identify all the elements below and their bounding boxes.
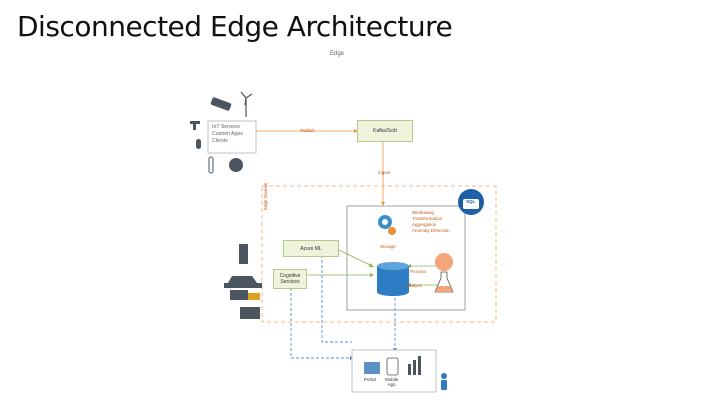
cognitive-label-line2: Services	[280, 279, 300, 285]
mobile-app-icon	[386, 357, 399, 376]
storage-database-icon	[377, 262, 409, 296]
step-aggregation: Aggregation	[412, 222, 437, 227]
cctv-camera-icon	[210, 97, 232, 111]
mobile-app-label: Mobile App	[385, 377, 398, 387]
dashed-output-line-1	[290, 288, 352, 359]
azure-sql-badge-icon	[458, 189, 484, 215]
source-iot-sensors: IoT Sensors	[212, 124, 240, 130]
truck-icon	[230, 290, 260, 300]
portal-label: Portal	[364, 377, 376, 382]
edge-domain-boundary	[261, 185, 497, 323]
faucet-icon	[190, 121, 200, 130]
analyze-label: Analyze	[406, 283, 423, 288]
azure-ml-label: Azure ML	[300, 245, 322, 252]
manufacturing-icon	[240, 307, 260, 319]
edge-domain-label: Edge Domain	[263, 182, 268, 210]
edge-label: Edge	[330, 51, 345, 57]
fuel-pump-icon	[239, 244, 248, 264]
page-title: Disconnected Edge Architecture	[17, 10, 453, 43]
source-custom-apps: Custom Apps	[212, 131, 243, 137]
kafka-label: Kafka/Scitt	[373, 128, 397, 134]
process-circle-icon	[435, 253, 453, 271]
user-icon	[441, 373, 447, 390]
publish-label: Publish	[300, 128, 315, 133]
step-anomaly-detection: Anomaly Detection	[412, 228, 450, 233]
azure-ml-box: Azure ML	[283, 240, 339, 257]
sql-badge-text: SQL	[466, 199, 476, 204]
dashed-output-line-2	[321, 250, 352, 343]
process-label: Process	[410, 269, 427, 274]
device-icons	[190, 91, 262, 319]
cognitive-services-box: Cognitive Services	[273, 269, 307, 289]
car-icon	[224, 276, 262, 288]
source-clients: Clients	[212, 138, 228, 144]
portal-icon	[364, 362, 380, 374]
microphone-icon	[196, 139, 201, 149]
step-windowing: Windowing	[412, 210, 435, 215]
mobile-label-line2: App	[387, 382, 396, 387]
power-bi-icon	[408, 356, 421, 375]
step-transformation: Transformation	[412, 216, 443, 221]
thermometer-icon	[208, 156, 214, 174]
sources-list: IoT Sensors Custom Apps Clients	[212, 124, 243, 145]
kafka-box: Kafka/Scitt	[357, 120, 413, 142]
cognitive-label-line1: Cognitive	[279, 273, 301, 279]
wind-turbine-icon	[240, 91, 253, 117]
sources-box	[207, 120, 257, 154]
processing-gear-icon	[378, 215, 396, 235]
analyze-flask-icon	[434, 271, 454, 293]
ingest-label: Ingest	[378, 170, 391, 175]
dome-camera-icon	[229, 158, 243, 172]
processing-steps: Windowing Transformation Aggregation Ano…	[412, 210, 450, 234]
storage-label: Storage	[380, 244, 396, 249]
mobile-label-line1: Mobile	[385, 377, 399, 382]
azure-ml-arrow	[338, 249, 373, 267]
